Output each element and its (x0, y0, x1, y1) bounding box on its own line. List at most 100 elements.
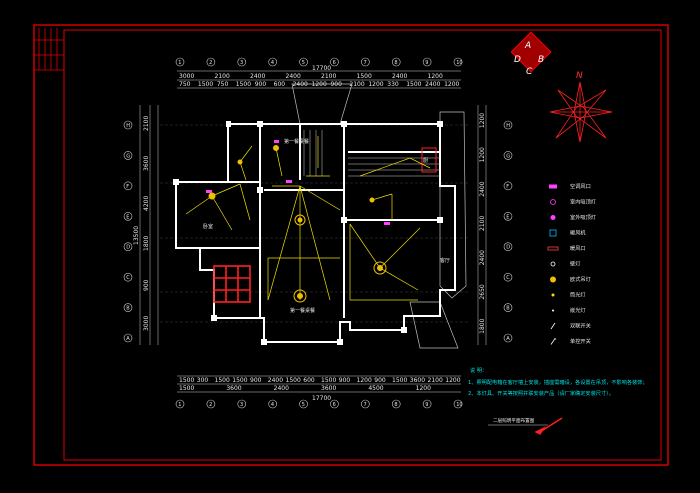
logo-letter-c: C (526, 67, 533, 77)
axis-bubble (503, 211, 513, 221)
axis-bubble (237, 399, 247, 409)
axis-bubble (123, 272, 133, 282)
axis-bubble (422, 57, 432, 67)
dimension-value: 1500 (179, 377, 194, 384)
axis-label: G (506, 153, 510, 159)
chandelier-icon (550, 276, 556, 283)
dimension-value: 2400 (286, 73, 301, 80)
wall-columns (173, 121, 443, 345)
logo-letter-d: D (514, 55, 521, 65)
dimension-value: 1500 (406, 81, 421, 88)
axis-bubble (330, 57, 339, 67)
dimension-value: 900 (255, 81, 267, 88)
dimension-value: 1500 (286, 377, 301, 384)
north-compass-icon: N (549, 71, 613, 143)
dimension-value: 2100 (215, 73, 230, 80)
dimension-value: 1500 (321, 377, 336, 384)
dimension-value: 4500 (368, 385, 383, 392)
axis-label: E (506, 214, 509, 220)
axis-label: 10 (456, 60, 462, 66)
ceiling-lamp-icon (550, 199, 556, 205)
building-walls (175, 123, 456, 343)
axis-bubble (391, 399, 401, 409)
axis-label: E (126, 214, 129, 220)
outdoor-lamp-icon (550, 215, 556, 220)
axis-label: 3 (240, 60, 243, 66)
axis-bubble (422, 399, 432, 409)
logo-letter-a: A (524, 41, 531, 51)
axis-label: 2 (209, 402, 212, 408)
axis-label: F (126, 184, 129, 190)
dimension-value: 1200 (416, 385, 431, 392)
dimension-value: 600 (303, 377, 315, 384)
axis-bubble (361, 399, 370, 409)
axis-label: A (126, 336, 130, 342)
axis-label: F (506, 184, 509, 190)
axis-label: 3 (240, 402, 243, 408)
axis-label: 10 (456, 402, 462, 408)
axis-label: D (126, 245, 130, 251)
dimension-value: 2100 (428, 377, 443, 384)
dimension-value: 4200 (143, 196, 150, 211)
legend-label: 单控开关 (570, 337, 591, 345)
axis-bubble (391, 57, 401, 67)
room-label-bedroom: 卧室 (203, 223, 213, 230)
axis-label: C (126, 275, 130, 281)
axis-label: 7 (364, 60, 367, 66)
red-window-grid (213, 265, 251, 303)
axis-bubble (237, 57, 247, 67)
axis-label: 1 (178, 402, 181, 408)
dimension-value: 900 (330, 81, 342, 88)
axis-label: B (506, 306, 510, 312)
wall-lamp-icon (550, 261, 556, 267)
axis-label: 7 (364, 402, 367, 408)
dimension-value: 1500 (198, 81, 213, 88)
legend-label: 嵌光灯 (570, 306, 586, 314)
dimension-value: 3000 (143, 316, 150, 331)
legend-label: 双联开关 (570, 322, 591, 330)
dimension-value: 330 (387, 81, 399, 88)
axis-label: 4 (271, 402, 274, 408)
axis-bubble (299, 57, 308, 67)
axis-label: 5 (302, 402, 305, 408)
pen-icon (534, 417, 563, 435)
lighting-fixtures (208, 145, 387, 303)
dimension-value: 2400 (293, 81, 308, 88)
axis-bubble (503, 333, 513, 343)
axis-bubble (453, 57, 463, 67)
dimension-value: 300 (197, 377, 209, 384)
notes-line-2: 2、本灯具、开关等按照并联安装产品（请厂家确定安装尺寸）。 (468, 389, 614, 397)
axis-bubble (453, 399, 463, 409)
notes-heading: 说 明： (470, 366, 487, 374)
legend-label: 欧式吊灯 (570, 275, 591, 283)
downlight-icon (552, 309, 554, 312)
axis-label: H (126, 123, 130, 129)
dimension-value: 1200 (479, 113, 486, 128)
right-dimension-chain (477, 105, 487, 345)
dimension-value: 2100 (479, 216, 486, 231)
dimension-value: 2650 (479, 284, 486, 299)
axis-label: 4 (271, 60, 274, 66)
legend-label: 室外吸顶灯 (570, 213, 596, 221)
room-label-living: 客厅 (440, 257, 450, 264)
dimension-value: 3600 (226, 385, 241, 392)
dimension-value: 1200 (428, 73, 443, 80)
air-outlet-icon (549, 184, 557, 189)
single-switch-icon (550, 337, 557, 345)
ceiling-outlets (206, 140, 390, 225)
axis-label: 9 (425, 402, 428, 408)
axis-label: 6 (333, 60, 336, 66)
bottom-dimension-chain (177, 375, 461, 393)
drawing-frame-inner (63, 29, 662, 461)
dimension-value: 2100 (349, 81, 364, 88)
legend-label: 暖风机 (570, 229, 586, 237)
dimension-value: 2400 (392, 73, 407, 80)
axis-label: 8 (394, 402, 397, 408)
dimension-value: 1200 (445, 377, 460, 384)
dimension-value: 2400 (479, 250, 486, 265)
